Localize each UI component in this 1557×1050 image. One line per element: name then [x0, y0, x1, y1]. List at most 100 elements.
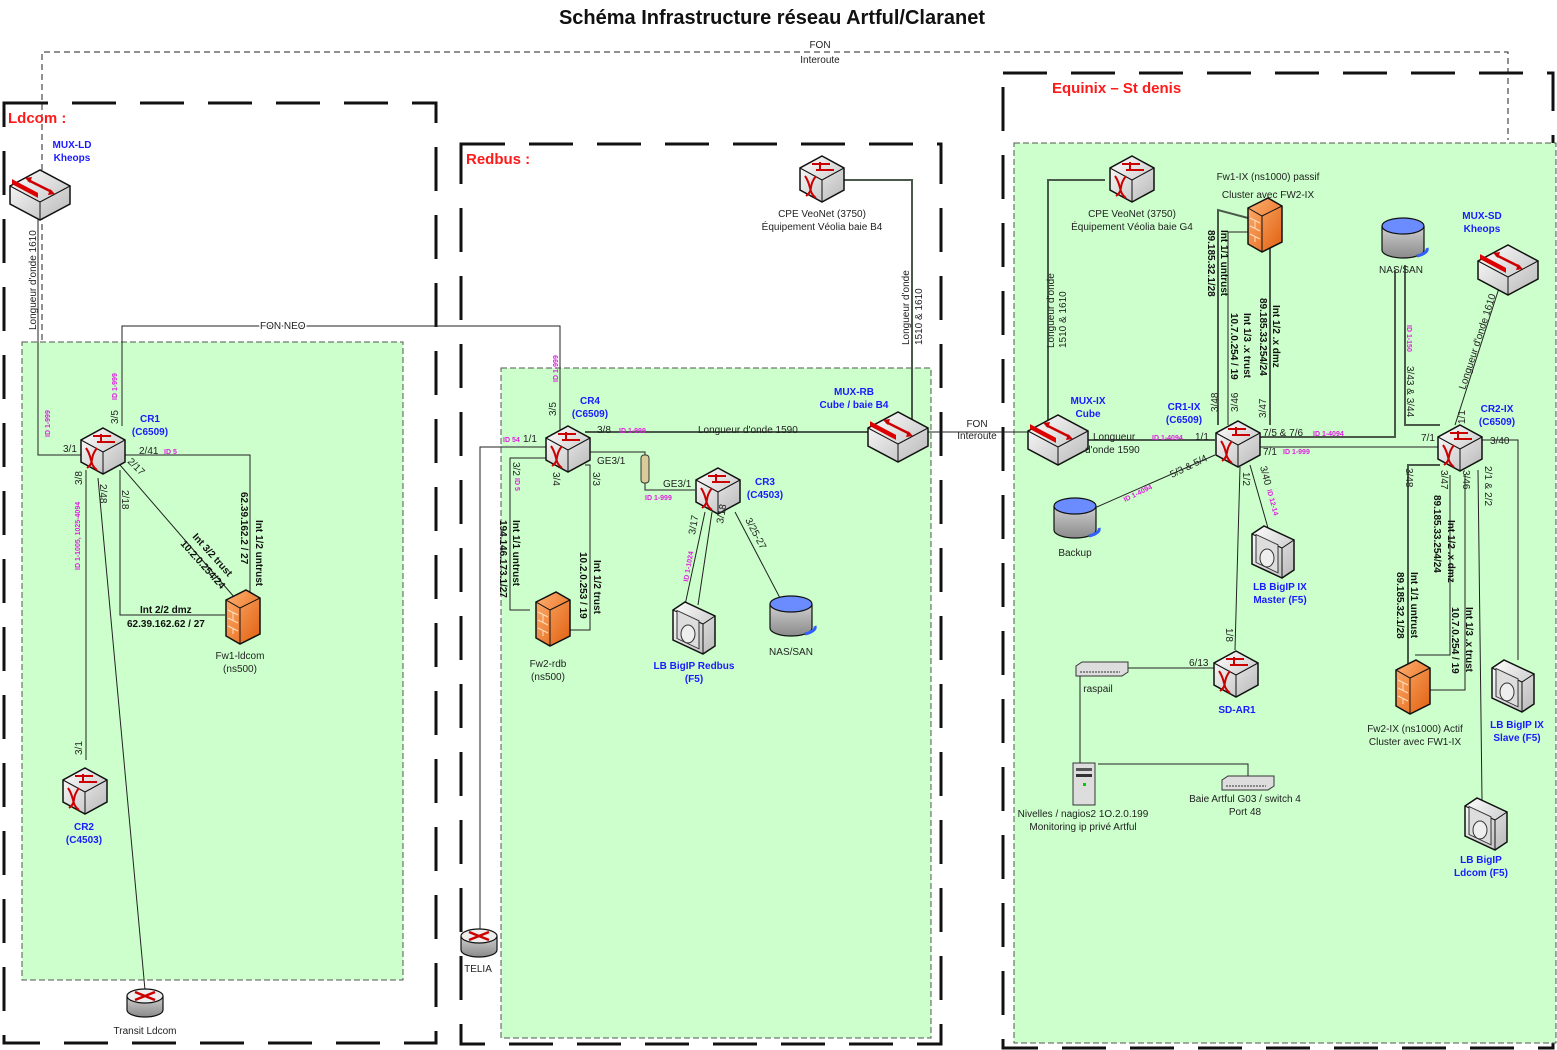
lb-redbus-label: LB BigIP Redbus	[654, 661, 735, 672]
interface-label: 89.185.32.1/28	[1394, 572, 1405, 639]
port-label: 2/48	[97, 484, 108, 504]
port-label: 1/2	[1240, 472, 1251, 486]
mux-rb-label: MUX-RB	[834, 387, 874, 398]
top-link-label-2: Interoute	[800, 55, 840, 66]
raspail-hub[interactable]	[1075, 661, 1129, 677]
port-label: 3/48	[1210, 392, 1221, 412]
cr2-label: CR2	[74, 822, 94, 833]
vlan-label: ID 54	[503, 437, 520, 444]
site-label-redbus: Redbus :	[466, 151, 530, 168]
fw1-ix-sublabel: Cluster avec FW2-IX	[1222, 190, 1315, 201]
port-label: 3/4	[550, 472, 561, 486]
fon-interoute-top-link	[41, 51, 1509, 420]
baie-g03-label: Baie Artful G03 / switch 4	[1189, 794, 1301, 805]
fw1-ldcom-firewall[interactable]	[225, 589, 261, 645]
port-label: 3/47	[1258, 398, 1269, 418]
lb-ix-master-sublabel: Master (F5)	[1253, 595, 1306, 606]
lb-redbus-sublabel: (F5)	[685, 674, 703, 685]
vlan-label: ID 1-999	[619, 428, 646, 435]
interface-label: Int 1/3 .x trust	[1241, 313, 1252, 379]
port-label: 3/18	[715, 503, 729, 525]
baie-g03-switch[interactable]	[1221, 775, 1275, 791]
port-label: 7/1	[1421, 433, 1435, 444]
port-label: GE3/1	[663, 479, 692, 490]
port-label: 3/5	[110, 410, 121, 424]
interface-label: Int 1/3 .x trust	[1463, 607, 1474, 673]
interface-label: Int 1/1 untrust	[510, 520, 521, 587]
port-label: 3/5	[548, 402, 559, 416]
vlan-label: ID 1-4094	[1152, 435, 1183, 442]
lb-ix-slave-label: LB BigIP IX	[1490, 720, 1544, 731]
nas-ix-storage[interactable]	[1380, 216, 1429, 260]
nagios-server[interactable]	[1072, 762, 1096, 806]
fw2-ix-firewall[interactable]	[1395, 659, 1431, 715]
telia-router[interactable]	[459, 927, 499, 959]
port-label: 1/1	[1195, 432, 1209, 443]
backup-label: Backup	[1058, 548, 1092, 559]
vlan-label: ID 1-999	[1283, 449, 1310, 456]
interface-label: Int 1/2 .x dmz	[1445, 520, 1456, 583]
mux-ld-device[interactable]	[8, 168, 72, 222]
interface-label: 194.146.173.1/27	[497, 520, 508, 598]
port-label: 1/1	[523, 434, 537, 445]
cpe-redbus-sublabel: Équipement Véolia baie B4	[762, 220, 883, 233]
vlan-label: ID 1-999	[553, 355, 560, 382]
mux-sd-label: MUX-SD	[1462, 211, 1501, 222]
port-label: 2/18	[119, 490, 130, 510]
cr3-label: CR3	[755, 477, 775, 488]
fw2-rdb-model: (ns500)	[531, 672, 565, 683]
cr4-model: (C6509)	[572, 409, 608, 420]
interface-label: 10.7.0.254 / 19	[1449, 607, 1460, 674]
nagios-label: Nivelles / nagios2 1O.2.0.199	[1018, 809, 1149, 820]
interface-label: Int 1/1 untrust	[1218, 230, 1229, 297]
site-label-equinix: Equinix – St denis	[1052, 80, 1181, 97]
port-label: 2/1 & 2/2	[1482, 466, 1493, 506]
top-link-label-1: FON	[809, 40, 830, 51]
cpe-ix-label: CPE VeoNet (3750)	[1088, 209, 1176, 220]
port-label: 7/5 & 7/6	[1263, 428, 1303, 439]
fon-interoute-label-1: FON	[966, 419, 987, 430]
cr4-label: CR4	[580, 396, 600, 407]
fw1-ldcom-label: Fw1-ldcom	[216, 651, 265, 662]
fw2-ix-label: Fw2-IX (ns1000) Actif	[1367, 724, 1463, 735]
interface-label: 10.7.0.254 / 19	[1228, 313, 1239, 380]
port-label: 2/41	[139, 446, 159, 457]
port-label: 3/40	[1257, 465, 1273, 487]
fon-interoute-label-2: Interoute	[957, 431, 997, 442]
interface-label: Int 2/2 dmz	[140, 605, 192, 616]
transit-ldcom-router[interactable]	[125, 987, 165, 1019]
mux-ix-label: MUX-IX	[1071, 396, 1106, 407]
port-label: 3/8	[74, 471, 85, 485]
vlan-label: ID 1-150	[1405, 325, 1412, 352]
cpe-ix-sublabel: Équipement Véolia baie G4	[1071, 220, 1193, 233]
port-label: 1/8	[1223, 628, 1234, 642]
site-label-ldcom: Ldcom :	[8, 110, 66, 127]
port-label: 6/13	[1189, 658, 1209, 669]
telia-label: TELIA	[464, 964, 492, 975]
interface-label: 62.39.162.2 / 27	[238, 492, 249, 565]
fw2-rdb-firewall[interactable]	[535, 591, 571, 647]
zone-ldcom	[21, 341, 404, 981]
baie-g03-sublabel: Port 48	[1229, 807, 1262, 818]
port-label: 3/40	[1490, 436, 1510, 447]
nas-redbus-storage[interactable]	[768, 594, 817, 638]
port-label: 3/8	[597, 425, 611, 436]
interface-label: Int 1/2 trust	[591, 560, 602, 615]
nas-ix-label: NAS/SAN	[1379, 265, 1423, 276]
ix-1590-label-b: d'onde 1590	[1085, 445, 1140, 456]
port-label: 3/43 & 3/44	[1404, 366, 1415, 418]
fon-neo-label: FON NEO	[260, 321, 306, 332]
media-converter-icon	[640, 454, 650, 484]
nagios-sublabel: Monitoring ip privé Artful	[1029, 822, 1136, 833]
cr1-model: (C6509)	[132, 427, 168, 438]
cpe-redbus-switch[interactable]	[799, 155, 845, 203]
mux-ix-sublabel: Cube	[1076, 409, 1101, 420]
backup-storage[interactable]	[1052, 496, 1101, 540]
vlan-label: ID 1-1005, 1025-4094	[75, 502, 82, 570]
fw1-ix-firewall[interactable]	[1247, 197, 1283, 253]
vlan-label: ID 1-999	[645, 495, 672, 502]
interface-label: Int 1/1 untrust	[1408, 572, 1419, 639]
cr1-ix-label: CR1-IX	[1168, 402, 1201, 413]
lb-ldcom-sublabel: Ldcom (F5)	[1454, 868, 1508, 879]
